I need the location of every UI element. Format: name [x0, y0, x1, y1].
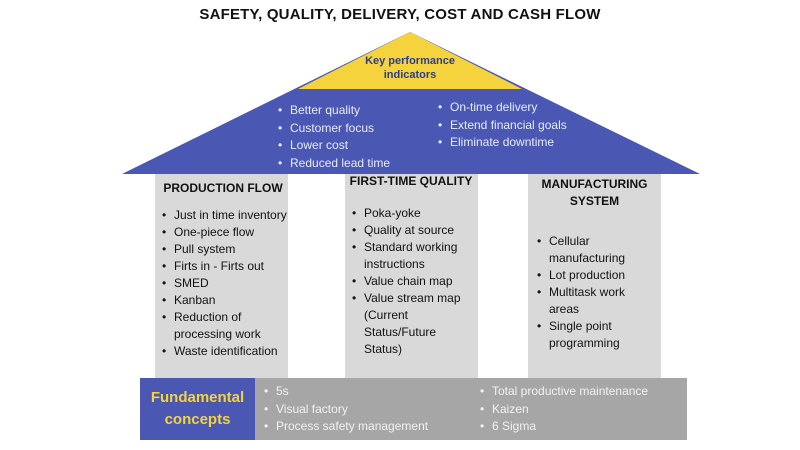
fundamental-item: Kaizen [478, 401, 648, 419]
pillar-item: Cellular manufacturing [535, 233, 657, 267]
pillar-item: Reduction of processing work [160, 309, 292, 343]
pillar-item: Value stream map (Current Status/Future … [350, 290, 475, 358]
kpi-list-right: On-time delivery Extend financial goals … [438, 99, 578, 152]
apex-triangle [298, 32, 522, 89]
fundamentals-list-left: 5s Visual factory Process safety managem… [262, 383, 428, 436]
pillar-list: Cellular manufacturing Lot production Mu… [535, 233, 657, 352]
pillar-item: One-piece flow [160, 224, 292, 241]
pillar-list: Poka-yoke Quality at source Standard wor… [350, 205, 475, 358]
pillar-item: Kanban [160, 292, 292, 309]
pillar-item: Single point programming [535, 318, 657, 352]
kpi-item: Better quality [278, 102, 390, 120]
fundamental-item: 6 Sigma [478, 418, 648, 436]
pillar-item: Multitask work areas [535, 284, 657, 318]
kpi-item: On-time delivery [438, 99, 578, 117]
kpi-list-left: Better quality Customer focus Lower cost… [278, 102, 390, 172]
pillar-title: MANUFACTURING SYSTEM [541, 177, 648, 208]
pillar-item: Quality at source [350, 222, 475, 239]
fundamental-concepts-label: Fundamental concepts [140, 378, 255, 440]
pillar-item: SMED [160, 275, 292, 292]
fundamental-concepts-text: Fundamental concepts [150, 389, 245, 428]
pillar-item: Lot production [535, 267, 657, 284]
kpi-item: Eliminate downtime [438, 134, 578, 152]
pillar-title: FIRST-TIME QUALITY [349, 174, 473, 188]
diagram-title: SAFETY, QUALITY, DELIVERY, COST AND CASH… [199, 6, 601, 23]
pillar-list: Just in time inventory One-piece flow Pu… [160, 207, 292, 360]
pillar-title: PRODUCTION FLOW [163, 181, 283, 195]
fundamental-item: Visual factory [262, 401, 428, 419]
pillar-item: Value chain map [350, 273, 475, 290]
pillar-item: Pull system [160, 241, 292, 258]
fundamentals-list-right: Total productive maintenance Kaizen 6 Si… [478, 383, 648, 436]
kpi-label: Key performance indicators [365, 55, 455, 81]
fundamental-item: Process safety management [262, 418, 428, 436]
kpi-item: Reduced lead time [278, 155, 390, 173]
kpi-item: Customer focus [278, 120, 390, 138]
fundamental-item: Total productive maintenance [478, 383, 648, 401]
fundamental-item: 5s [262, 383, 428, 401]
pillar-item: Waste identification [160, 343, 292, 360]
kpi-item: Extend financial goals [438, 117, 578, 135]
pillar-item: Firts in - Firts out [160, 258, 292, 275]
pillar-item: Just in time inventory [160, 207, 292, 224]
pillar-item: Poka-yoke [350, 205, 475, 222]
kpi-item: Lower cost [278, 137, 390, 155]
pillar-item: Standard working instructions [350, 239, 475, 273]
